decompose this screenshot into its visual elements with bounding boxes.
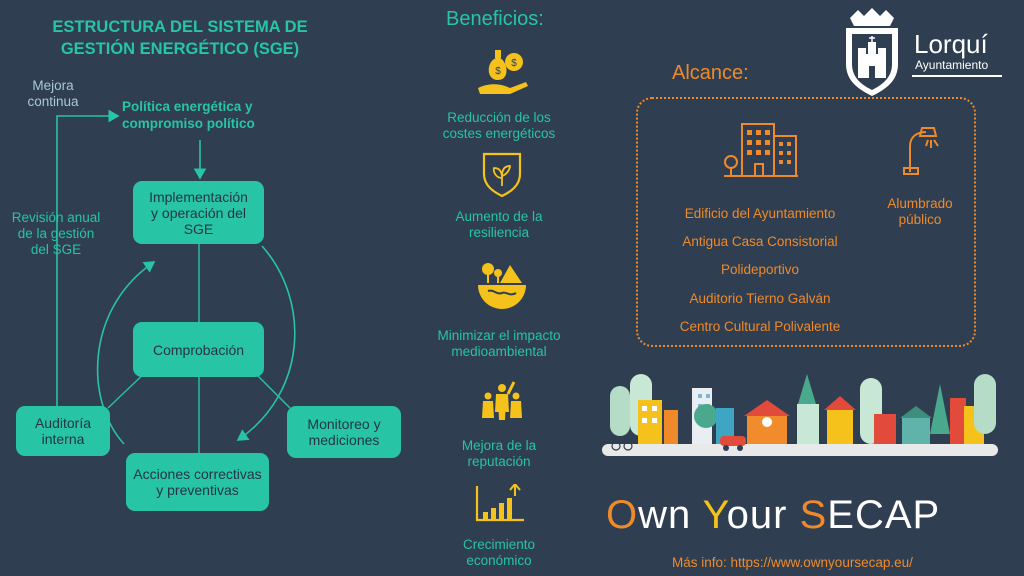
scope-building: Edificio del Ayuntamiento	[684, 206, 836, 221]
benefit-label: Mejora de la reputación	[461, 438, 537, 469]
benefit-label: Reducción de los costes energéticos	[442, 110, 556, 141]
benefits-title: Beneficios:	[446, 8, 544, 30]
lorqui-crest-icon	[846, 8, 898, 96]
benefit-label: Crecimiento económico	[462, 537, 536, 568]
own-your-secap-brand: Own Your SECAP	[606, 492, 1016, 538]
scope-title: Alcance:	[672, 62, 749, 84]
logo-name: Lorquí	[914, 29, 988, 59]
mejora-continua-label: Mejora continua	[27, 78, 79, 109]
comprobacion-box: Comprobación	[133, 322, 264, 377]
cycle-arc-right	[236, 245, 296, 441]
benefit-label: Minimizar el impacto medioambiental	[437, 328, 561, 359]
brand-letter-y: Y	[702, 493, 727, 537]
building-icon	[724, 123, 798, 177]
scope-frame	[636, 97, 976, 347]
sge-connectors	[56, 109, 296, 454]
auditoria-box: Auditoría interna	[16, 406, 110, 456]
bar-chart-growth-icon	[475, 484, 524, 522]
brand-word-secap: ECAP	[827, 493, 941, 537]
brand-letter-o: O	[606, 493, 639, 537]
money-hand-icon: $ $	[478, 50, 528, 94]
scope-lighting: Alumbrado público	[887, 196, 953, 227]
city-illustration	[602, 374, 998, 456]
svg-text:$: $	[495, 66, 501, 77]
scope-building: Auditorio Tierno Galván	[689, 291, 831, 306]
scope-building: Antigua Casa Consistorial	[682, 234, 838, 249]
earth-nature-icon	[478, 263, 526, 309]
footer-info-link[interactable]: Más info: https://www.ownyoursecap.eu/	[672, 555, 913, 570]
brand-word-your: our	[726, 493, 800, 537]
brand-word-own: wn	[638, 493, 703, 537]
revision-label: Revisión anual de la gestión del SGE	[11, 210, 101, 257]
logo-subtitle: Ayuntamiento	[915, 58, 989, 72]
svg-text:$: $	[511, 58, 517, 69]
monitoreo-box: Monitoreo y mediciones	[287, 406, 401, 458]
benefit-label: Aumento de la resiliencia	[455, 209, 543, 240]
people-cheering-icon	[482, 381, 522, 420]
sge-title: ESTRUCTURA DEL SISTEMA DE GESTIÓN ENERGÉ…	[52, 18, 308, 58]
acciones-box: Acciones correctivas y preventivas	[126, 453, 269, 511]
scope-building: Polideportivo	[720, 262, 800, 277]
cycle-arc-left	[96, 261, 156, 445]
shield-leaf-icon	[482, 152, 522, 198]
scope-building: Centro Cultural Polivalente	[679, 319, 841, 334]
feedback-loop-line	[56, 109, 120, 406]
politica-label: Política energética y compromiso polític…	[122, 99, 255, 131]
implementacion-box: Implementación y operación del SGE	[133, 181, 264, 244]
street-lamp-icon	[903, 127, 939, 175]
logo-underline	[912, 75, 1002, 77]
brand-letter-s: S	[799, 493, 828, 537]
